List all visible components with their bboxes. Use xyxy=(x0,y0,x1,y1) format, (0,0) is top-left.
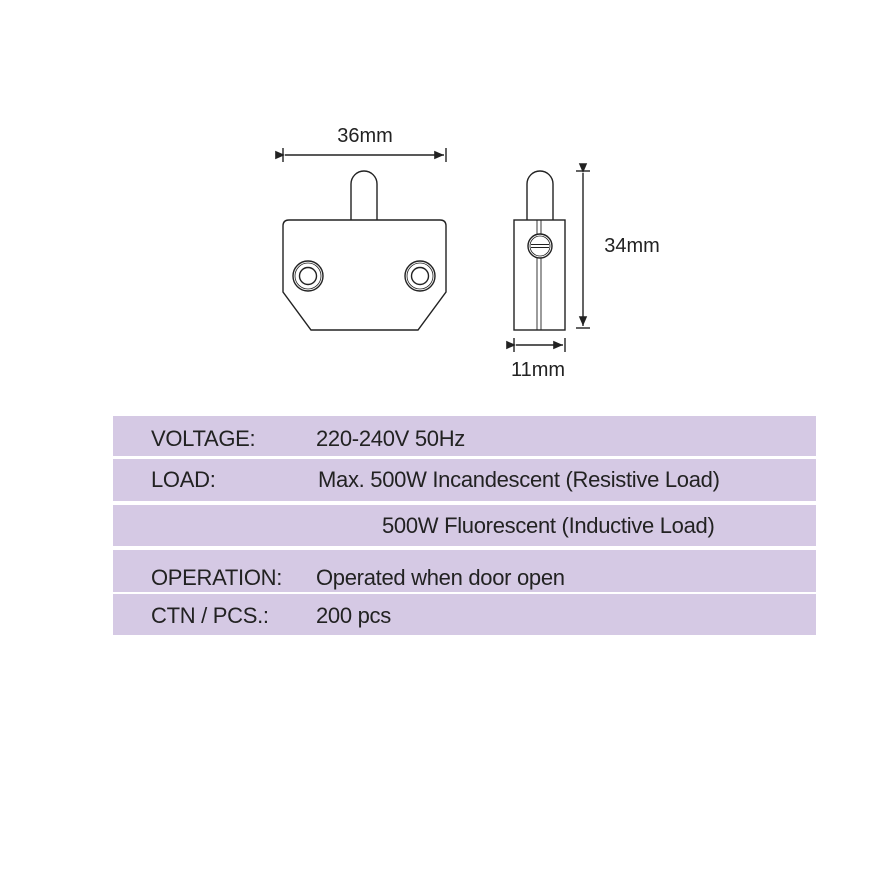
height-dimension-arrow xyxy=(576,163,590,329)
product-drawing xyxy=(275,148,590,352)
width-label: 36mm xyxy=(337,125,393,147)
depth-dimension-arrow xyxy=(506,338,566,352)
spec-label: VOLTAGE: xyxy=(151,426,256,451)
side-view xyxy=(513,170,566,331)
spec-row-load: LOAD: Max. 500W Incandescent (Resistive … xyxy=(113,459,816,501)
width-dimension-arrow xyxy=(275,148,447,162)
spec-label: OPERATION: xyxy=(151,565,283,590)
front-view xyxy=(282,170,447,331)
spec-value: 220-240V 50Hz xyxy=(316,426,465,451)
spec-row-operation: OPERATION: Operated when door open xyxy=(113,550,816,592)
depth-label: 11mm xyxy=(510,359,566,381)
spec-value: 200 pcs xyxy=(316,603,391,628)
height-label: 34mm xyxy=(604,235,660,257)
spec-row-ctn-pcs: CTN / PCS.: 200 pcs xyxy=(113,594,816,635)
spec-row-load-2: 500W Fluorescent (Inductive Load) xyxy=(113,505,816,546)
spec-value: Operated when door open xyxy=(316,565,565,590)
spec-row-voltage: VOLTAGE: 220-240V 50Hz xyxy=(113,416,816,456)
spec-value: Max. 500W Incandescent (Resistive Load) xyxy=(318,467,720,492)
spec-label: LOAD: xyxy=(151,467,216,492)
spec-label: CTN / PCS.: xyxy=(151,603,269,628)
spec-value: 500W Fluorescent (Inductive Load) xyxy=(382,513,715,538)
